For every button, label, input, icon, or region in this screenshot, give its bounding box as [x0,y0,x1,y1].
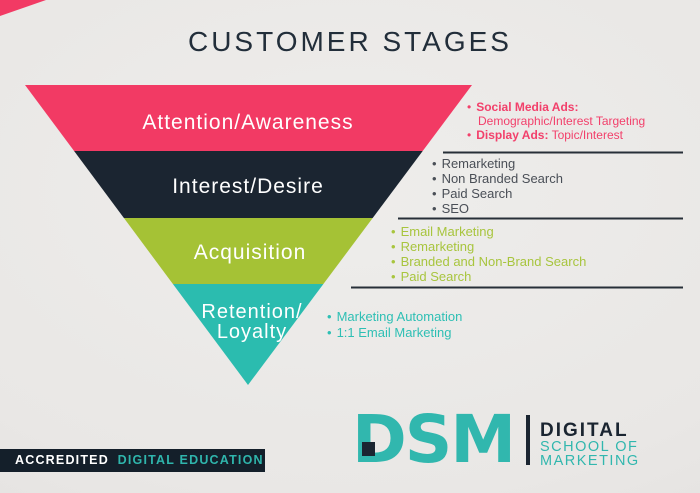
dsm-logo-mark: DSM [352,401,516,478]
bullet-item: Remarketing [391,239,586,254]
bullet-item: Marketing Automation [327,309,463,325]
logo-school-of-label: SCHOOL OF [540,439,639,455]
corner-ribbon-decoration [0,0,46,16]
bullet-item: Remarketing [432,156,563,171]
bullet-group-acquisition: Email Marketing Remarketing Branded and … [391,224,587,284]
bullet-item: Email Marketing [391,224,586,239]
dsm-logo-square-icon [362,442,375,456]
stage-label-acquisition: Acquisition [194,241,307,264]
bullet-item: SEO [432,201,563,216]
funnel-band-attention [25,85,472,151]
funnel-band-retention [172,284,324,385]
bullet-item-label: Social Media Ads: [476,100,579,114]
stage-label-interest: Interest/Desire [172,175,324,198]
page-title: CUSTOMER STAGES [187,26,512,57]
stage-label-retention-line2: Loyalty [217,321,287,343]
bullet-item: Non Branded Search [432,171,563,186]
logo-digital-label: DIGITAL [540,420,629,441]
bullet-group-attention: Social Media Ads: Demographic/Interest T… [467,100,645,142]
bullet-item: Paid Search [391,269,586,284]
logo-marketing-label: MARKETING [540,453,640,469]
dsm-logo: DSM DIGITAL SCHOOL OF MARKETING [352,401,640,478]
bullet-item: Social Media Ads: [467,100,645,114]
bullet-group-interest: Remarketing Non Branded Search Paid Sear… [432,156,563,216]
badge-accredited-label: ACCREDITED [15,453,109,467]
bullet-item-text: Topic/Interest [551,128,623,142]
bullet-item: Paid Search [432,186,563,201]
bullet-item: 1:1 Email Marketing [327,325,462,341]
funnel-band-interest [74,151,423,218]
stage-label-retention-line1: Retention/ [201,301,302,323]
logo-divider [526,415,530,465]
bullet-item: Display Ads: Topic/Interest [467,128,645,142]
accredited-badge: ACCREDITED DIGITAL EDUCATION [0,449,265,472]
bullet-item-continuation: Demographic/Interest Targeting [478,114,646,128]
bullet-item: Branded and Non-Brand Search [391,254,587,269]
funnel-band-acquisition [123,218,373,284]
logo-wordmark: DIGITAL SCHOOL OF MARKETING [540,420,640,469]
bullet-group-retention: Marketing Automation 1:1 Email Marketing [327,309,463,341]
badge-education-label: DIGITAL EDUCATION [117,453,264,467]
bullet-item-label: Display Ads: [476,128,549,142]
stage-label-attention: Attention/Awareness [142,111,353,134]
